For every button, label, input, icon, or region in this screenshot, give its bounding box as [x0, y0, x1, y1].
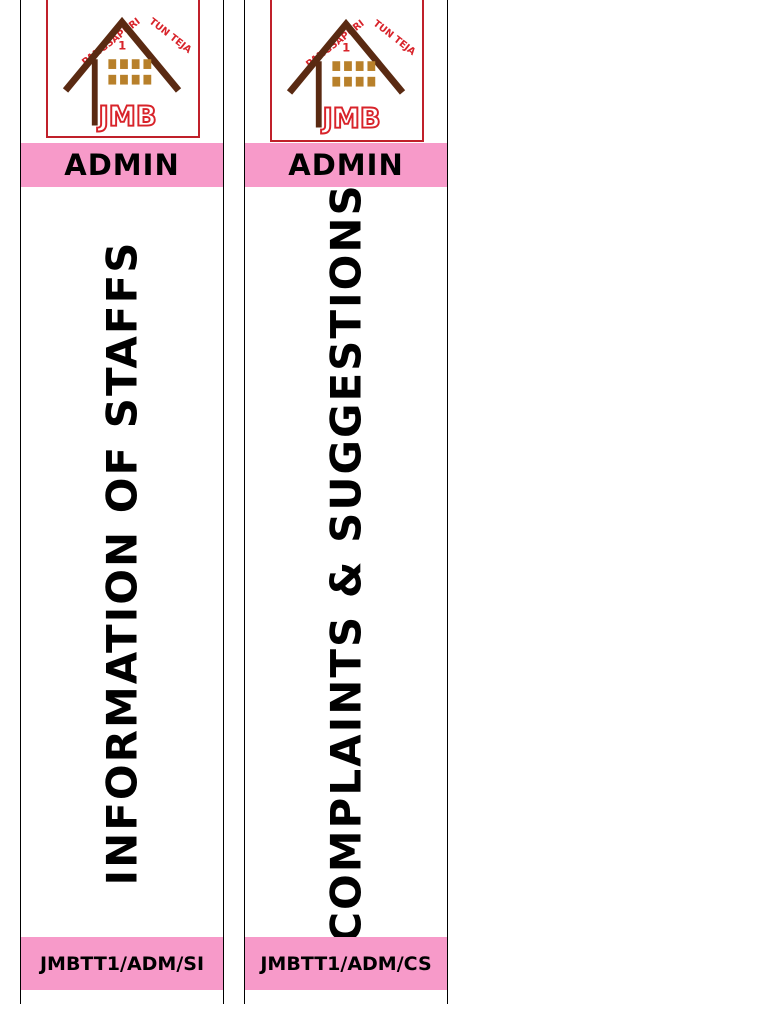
- logo: PANGSAPURI TUN TEJA 1 JMB: [270, 0, 424, 142]
- logo-mark: JMB: [97, 101, 157, 132]
- spine-title: INFORMATION OF STAFFS: [97, 239, 147, 886]
- section-label: ADMIN: [245, 143, 447, 187]
- section-label: ADMIN: [21, 143, 223, 187]
- logo-arc-right: TUN TEJA: [147, 16, 194, 56]
- spine-label-1: PANGSAPURI TUN TEJA 1 JMB ADMIN INFORMAT…: [20, 0, 224, 1004]
- logo-mark: JMB: [321, 103, 381, 134]
- logo: PANGSAPURI TUN TEJA 1 JMB: [46, 0, 200, 138]
- jmb-house-logo-icon: PANGSAPURI TUN TEJA 1 JMB: [286, 18, 418, 135]
- file-code: JMBTT1/ADM/CS: [245, 937, 447, 990]
- spine-title: COMPLAINTS & SUGGESTIONS: [321, 182, 371, 943]
- logo-number: 1: [118, 38, 126, 52]
- jmb-house-logo-icon: PANGSAPURI TUN TEJA 1 JMB: [62, 16, 194, 133]
- file-code: JMBTT1/ADM/SI: [21, 937, 223, 990]
- title-area: INFORMATION OF STAFFS: [21, 190, 223, 935]
- logo-arc-right: TUN TEJA: [371, 18, 418, 58]
- logo-number: 1: [342, 40, 350, 54]
- spine-label-2: PANGSAPURI TUN TEJA 1 JMB ADMIN COMPLAIN…: [244, 0, 448, 1004]
- title-area: COMPLAINTS & SUGGESTIONS: [245, 183, 447, 943]
